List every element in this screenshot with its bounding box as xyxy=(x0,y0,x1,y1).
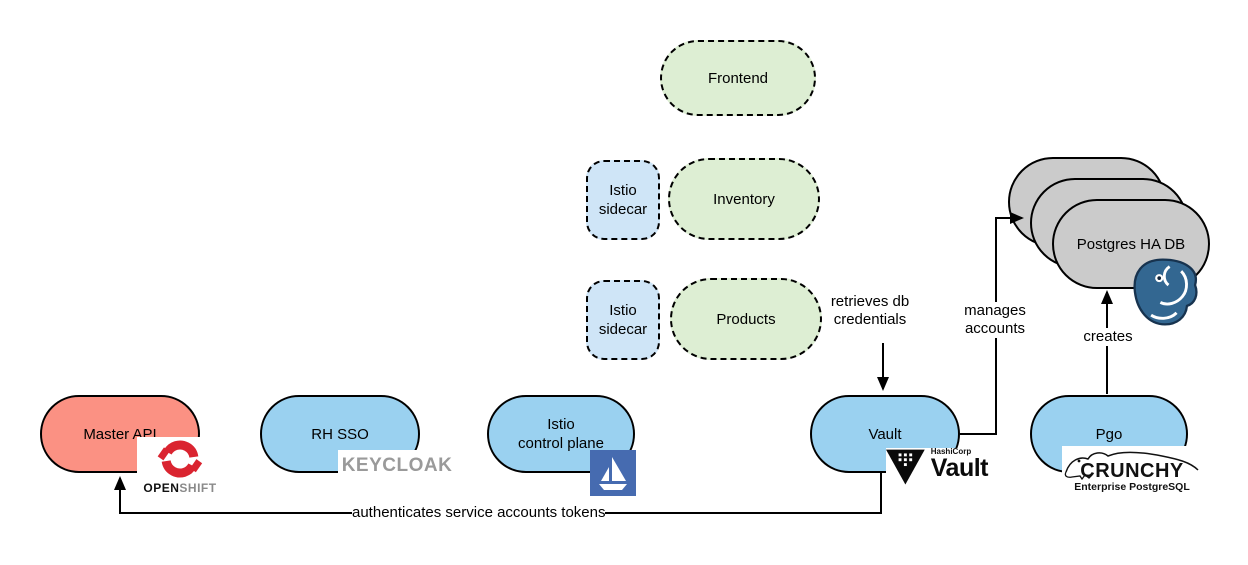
crunchy-wordmark: CRUNCHY xyxy=(1080,460,1184,483)
edge-label-creates: creates xyxy=(1080,328,1136,346)
istio-control-plane-label-line1: Istio xyxy=(547,416,575,433)
pgo-label: Pgo xyxy=(1095,425,1123,443)
vault-triangle-icon xyxy=(886,449,925,485)
istio-sidecar-label-line2: sidecar xyxy=(598,321,648,338)
manages-line2: accounts xyxy=(964,320,1026,337)
openshift-word-shift: SHIFT xyxy=(179,481,217,495)
node-frontend: Frontend xyxy=(660,40,816,116)
hashicorp-label: HashiCorp xyxy=(930,447,972,456)
vault-label: Vault xyxy=(868,425,902,443)
node-istio-sidecar-inventory: Istio sidecar xyxy=(586,160,660,240)
istio-control-plane-label-line2: control plane xyxy=(518,435,604,452)
vault-wordmark: HashiCorp Vault xyxy=(930,447,989,482)
openshift-wordmark: OPENSHIFT xyxy=(143,481,216,495)
node-inventory: Inventory xyxy=(668,158,820,240)
node-products: Products xyxy=(670,278,822,360)
edge-label-retrieves-db-credentials: retrieves db credentials xyxy=(822,293,918,329)
istio-sailboat-icon xyxy=(599,457,627,490)
node-master-api: Master API xyxy=(40,395,200,473)
edge-label-authenticates-tokens: authenticates service accounts tokens xyxy=(352,504,606,522)
edge-label-manages-accounts: manages accounts xyxy=(956,302,1034,338)
crunchy-subtitle: Enterprise PostgreSQL xyxy=(1074,481,1190,494)
openshift-logo: OPENSHIFT xyxy=(137,437,223,502)
istio-logo xyxy=(590,450,636,496)
frontend-label: Frontend xyxy=(707,69,769,87)
istio-sidecar-label-line2: sidecar xyxy=(598,201,648,218)
crunchy-hippo-icon xyxy=(1064,451,1199,480)
products-label: Products xyxy=(716,310,776,328)
istio-sidecar-label-line1: Istio xyxy=(609,182,637,199)
keycloak-wordmark: KEYCLOAK xyxy=(341,455,453,476)
retrieves-line2: credentials xyxy=(833,311,907,328)
retrieves-line1: retrieves db xyxy=(830,293,910,310)
istio-sidecar-label-line1: Istio xyxy=(609,302,637,319)
postgres-ha-db-label: Postgres HA DB xyxy=(1076,235,1186,253)
crunchy-logo: CRUNCHY Enterprise PostgreSQL xyxy=(1062,446,1202,494)
rh-sso-label: RH SSO xyxy=(311,425,369,443)
manages-line1: manages xyxy=(964,302,1026,319)
keycloak-logo: KEYCLOAK xyxy=(338,450,452,482)
vault-product-label: Vault xyxy=(930,454,989,482)
node-istio-sidecar-products: Istio sidecar xyxy=(586,280,660,360)
inventory-label: Inventory xyxy=(713,190,775,208)
postgresql-elephant-icon xyxy=(1133,258,1198,326)
openshift-word-open: OPEN xyxy=(143,481,180,495)
hashicorp-vault-logo: HashiCorp Vault xyxy=(886,447,989,497)
openshift-ring-icon xyxy=(157,440,203,478)
